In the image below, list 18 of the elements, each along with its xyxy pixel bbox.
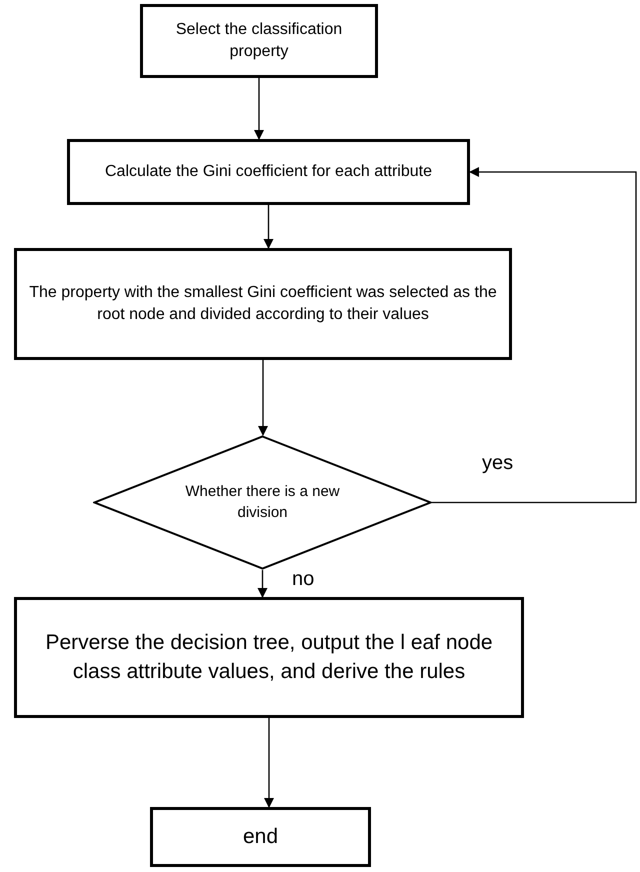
process-box	[67, 139, 470, 205]
process-box	[150, 807, 371, 867]
node-text: The property with the smallest Gini coefficient was selected as the root node and divided according to their values	[28, 283, 498, 325]
decision-diamond	[93, 435, 432, 570]
process-box	[14, 248, 512, 360]
arrow	[258, 360, 268, 436]
node-text: end	[242, 824, 278, 850]
node-text: Whether there is a new division	[184, 482, 341, 522]
process-box	[14, 597, 524, 718]
node-text: Perverse the decision tree, output the l eaf node class attribute values, and derive the rules	[44, 630, 494, 684]
arrow	[258, 570, 268, 598]
node-text: Select the classification property	[174, 20, 344, 62]
arrow	[254, 78, 264, 140]
arrow	[264, 205, 274, 249]
arrow	[264, 718, 274, 808]
node-text: Calculate the Gini coefficient for each attribute	[105, 162, 432, 182]
process-box	[140, 4, 378, 78]
arrow	[432, 167, 637, 504]
